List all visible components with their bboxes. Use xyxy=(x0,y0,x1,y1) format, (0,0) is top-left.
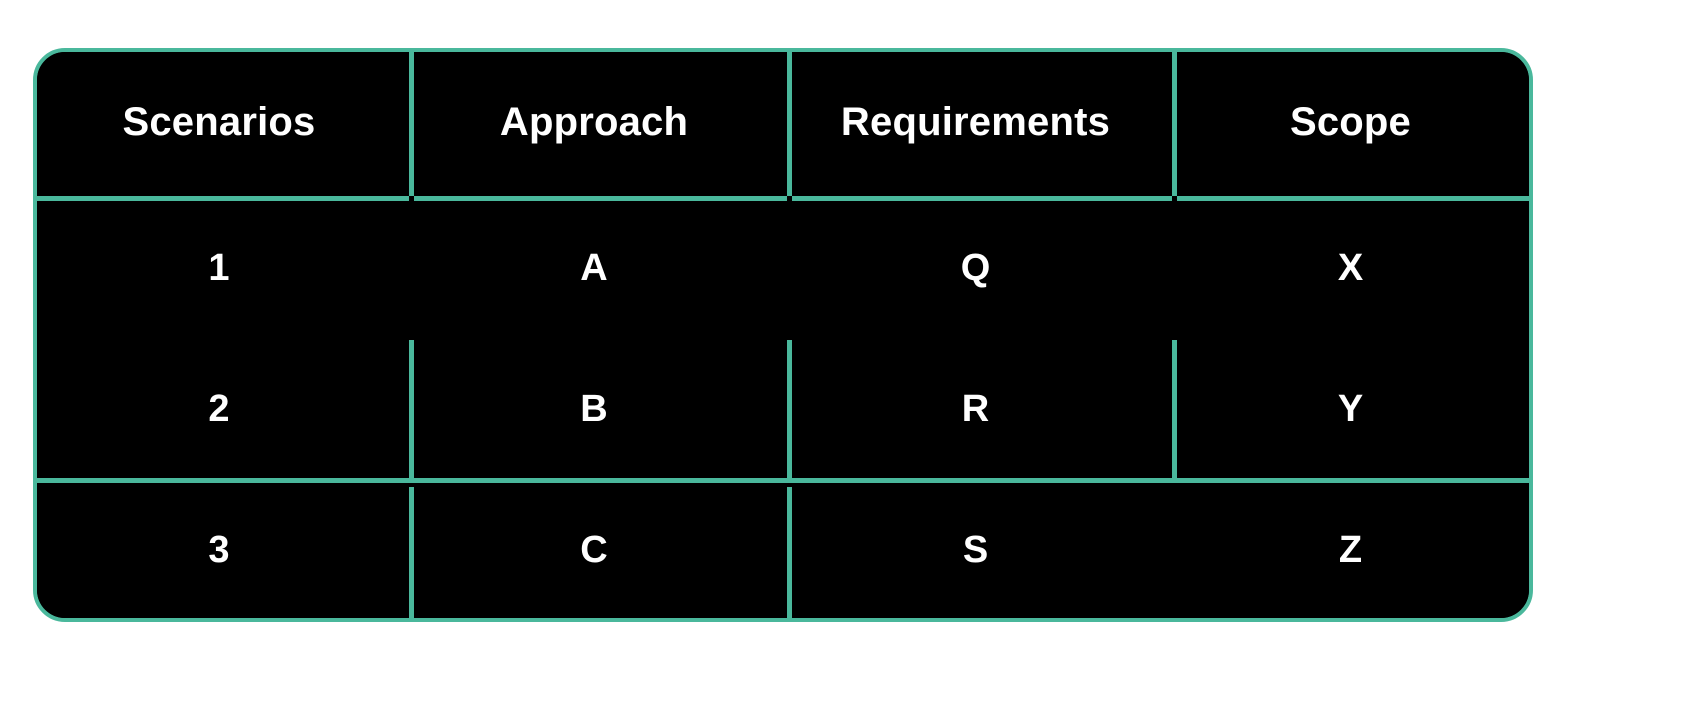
cell-label: 3 xyxy=(208,529,230,571)
cell-label: R xyxy=(961,388,990,430)
cell-label: A xyxy=(580,247,608,289)
cell-scope-y[interactable]: Y xyxy=(1168,340,1529,478)
table-header-row: Scenarios Approach Requirements Scope xyxy=(37,52,1529,196)
cell-label: 1 xyxy=(208,247,230,289)
column-header-scope: Scope xyxy=(1168,52,1529,196)
cell-approach-a[interactable]: A xyxy=(405,196,783,340)
column-header-label: Scenarios xyxy=(122,100,316,144)
cell-label: C xyxy=(580,529,608,571)
table-row: 1 A Q X xyxy=(37,196,1529,340)
column-header-scenarios: Scenarios xyxy=(37,52,405,196)
cell-scenario-1[interactable]: 1 xyxy=(37,196,405,340)
column-header-requirements: Requirements xyxy=(783,52,1168,196)
column-header-label: Requirements xyxy=(840,100,1111,144)
cell-label: Q xyxy=(960,247,991,289)
scenario-matrix-frame: Scenarios Approach Requirements Scope xyxy=(33,48,1533,622)
table-row: 3 C S Z xyxy=(37,478,1529,618)
cell-scenario-3[interactable]: 3 xyxy=(37,478,405,618)
scenario-matrix-table: Scenarios Approach Requirements Scope xyxy=(37,52,1529,618)
cell-scope-z[interactable]: Z xyxy=(1168,478,1529,618)
cell-label: X xyxy=(1337,247,1364,289)
cell-label: 2 xyxy=(208,388,230,430)
column-header-approach: Approach xyxy=(405,52,783,196)
cell-label: Y xyxy=(1337,388,1364,430)
cell-requirement-r[interactable]: R xyxy=(783,340,1168,478)
cell-scope-x[interactable]: X xyxy=(1168,196,1529,340)
column-header-label: Approach xyxy=(499,100,689,144)
cell-approach-c[interactable]: C xyxy=(405,478,783,618)
column-header-label: Scope xyxy=(1289,100,1412,144)
cell-requirement-q[interactable]: Q xyxy=(783,196,1168,340)
cell-requirement-s[interactable]: S xyxy=(783,478,1168,618)
table-row: 2 B R Y xyxy=(37,340,1529,478)
cell-label: S xyxy=(962,529,989,571)
cell-label: B xyxy=(580,388,608,430)
cell-scenario-2[interactable]: 2 xyxy=(37,340,405,478)
cell-approach-b[interactable]: B xyxy=(405,340,783,478)
cell-label: Z xyxy=(1338,529,1363,571)
